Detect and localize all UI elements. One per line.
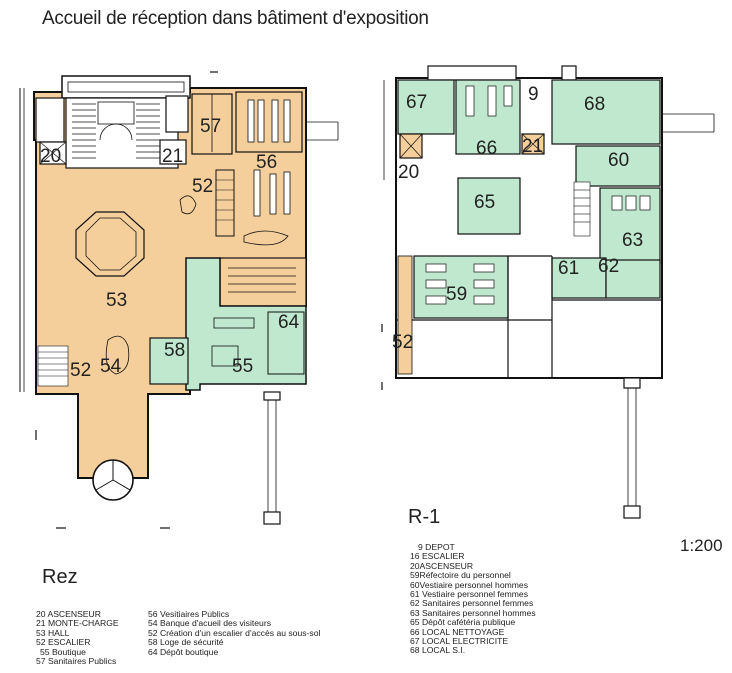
room-label: 56 xyxy=(256,152,277,173)
legend-item: 65 Dépôt cafétéria publique xyxy=(410,617,516,628)
legend-item: 61 Vestiaire personnel femmes xyxy=(410,589,528,600)
legend-item: 57 Sanitaires Publics xyxy=(36,656,117,667)
room-label: 21 xyxy=(162,146,183,167)
legend-item: 62 Sanitaires personnel femmes xyxy=(410,598,534,609)
legend-item: 68 LOCAL S.I. xyxy=(410,645,466,656)
legend-item: 53 HALL xyxy=(36,627,70,638)
room-label: 59 xyxy=(446,284,467,305)
ground-floor-plan xyxy=(19,71,339,529)
room-label: 55 xyxy=(232,356,253,377)
room-label: 52 xyxy=(192,176,213,197)
legend-item: 59Réfectoire du personnel xyxy=(410,570,511,581)
room-label: 57 xyxy=(200,116,221,137)
legend-item: 60Vestiaire personnel hommes xyxy=(410,579,528,590)
legend-item: 16 ESCALIER xyxy=(410,551,465,562)
room-label: 52 xyxy=(70,360,91,381)
scale-label: 1:200 xyxy=(680,536,723,555)
legend-item: 54 Banque d'acueil des visiteurs xyxy=(148,618,271,629)
room-label: 65 xyxy=(474,192,495,213)
room-65 xyxy=(457,177,521,235)
hall-area xyxy=(33,87,307,479)
room-label: 20 xyxy=(398,162,419,183)
room-label: 53 xyxy=(106,290,127,311)
basement-plan xyxy=(381,65,715,519)
room-label: 60 xyxy=(608,150,629,171)
security-lodge-58 xyxy=(149,337,189,385)
ground-floor-label: Rez xyxy=(42,566,78,588)
legend-rez-col1: 20 ASCENSEUR 21 MONTE-CHARGE 53 HALL 52 … xyxy=(36,609,119,667)
room-60 xyxy=(575,145,661,187)
legend-item: 20 ASCENSEUR xyxy=(36,609,101,619)
room-67 xyxy=(397,79,455,135)
legend-item: 56 Vesitiaires Publics xyxy=(148,609,230,619)
boutique-storage-64 xyxy=(267,311,305,375)
room-label: 64 xyxy=(278,312,300,333)
legend-item: 63 Sanitaires personnel hommes xyxy=(410,607,536,618)
freight-lift-21-ground xyxy=(159,139,187,165)
room-label: 67 xyxy=(406,92,427,113)
legend-item: 67 LOCAL ELECTRICITE xyxy=(410,636,509,647)
room-label: 20 xyxy=(40,146,61,167)
legend-item: 66 LOCAL NETTOYAGE xyxy=(410,626,505,637)
room-label: 54 xyxy=(100,356,122,377)
room-label: 9 xyxy=(528,84,539,105)
legend-item: 52 ESCALIER xyxy=(36,637,91,648)
room-label: 68 xyxy=(584,94,605,115)
ground-room-labels: 20 21 57 56 52 53 64 58 55 52 54 xyxy=(40,116,300,381)
basement-floor-label: R-1 xyxy=(408,506,441,528)
legend-item: 9 DEPOT xyxy=(418,542,455,552)
legend-item: 58 Loge de sécurité xyxy=(148,637,224,648)
room-label: 58 xyxy=(164,340,185,361)
legend-item: 21 MONTE-CHARGE xyxy=(36,618,119,629)
legend-item: 64 Dépôt boutique xyxy=(148,646,219,657)
stair-52-basement xyxy=(397,255,413,375)
legend-item: 55 Boutique xyxy=(40,646,86,657)
legend-r1: 9 DEPOT 16 ESCALIER 20ASCENSEUR 59Réfect… xyxy=(410,542,536,656)
page-title: Accueil de réception dans bâtiment d'exp… xyxy=(42,8,429,29)
room-label: 66 xyxy=(476,138,497,159)
room-label: 62 xyxy=(598,256,619,277)
room-68 xyxy=(551,79,661,145)
legend-item: 20ASCENSEUR xyxy=(410,560,474,571)
room-label: 52 xyxy=(392,332,413,353)
room-label: 63 xyxy=(622,230,643,251)
room-label: 21 xyxy=(522,136,543,157)
legend-rez-col2: 56 Vesitiaires Publics 54 Banque d'acuei… xyxy=(148,609,321,657)
basement-room-labels: 67 9 68 66 21 60 20 65 63 61 62 59 52 xyxy=(392,84,643,353)
room-label: 61 xyxy=(558,258,579,279)
room-62 xyxy=(605,259,661,299)
legend-item: 52 Création d'un escalier d'accès au sou… xyxy=(148,627,321,638)
